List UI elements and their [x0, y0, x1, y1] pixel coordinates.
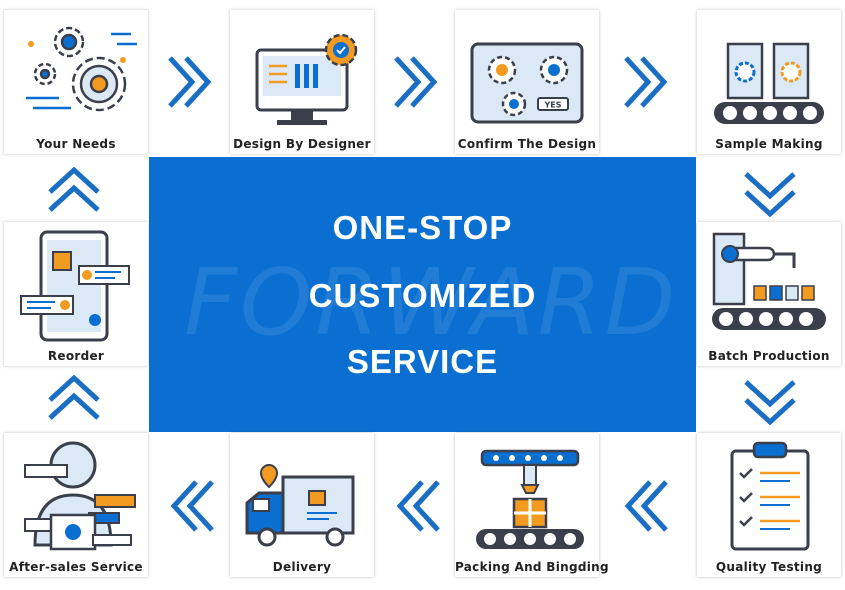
- step-label: After-sales Service: [9, 560, 143, 574]
- step-card-reorder: Reorder: [4, 222, 148, 366]
- headline-line-3: SERVICE: [346, 343, 499, 380]
- step-card-sample: Sample Making: [697, 10, 841, 154]
- arrow-right-icon: [162, 54, 218, 110]
- step-label: Sample Making: [715, 137, 823, 151]
- clipboard-checklist-icon: [730, 441, 810, 551]
- step-card-batch: Batch Production: [697, 222, 841, 366]
- step-label: Quality Testing: [715, 560, 823, 574]
- arrow-down-icon: [742, 164, 798, 220]
- step-card-design: Design By Designer: [230, 10, 374, 154]
- step-label: Confirm The Design: [457, 137, 597, 151]
- support-agent-icon: [24, 441, 136, 551]
- step-card-your-needs: Your Needs: [4, 10, 148, 154]
- step-card-after-sales: After-sales Service: [4, 433, 148, 577]
- step-label: Reorder: [47, 349, 105, 363]
- yes-badge: YES: [543, 101, 561, 110]
- step-card-confirm: YES Confirm The Design: [455, 10, 599, 154]
- watermark-text: FORWARD: [184, 249, 679, 356]
- headline-line-2: CUSTOMIZED: [308, 277, 537, 314]
- arrow-right-icon: [618, 54, 674, 110]
- step-label: Delivery: [272, 560, 332, 574]
- arrow-left-icon: [390, 478, 446, 534]
- conveyor-samples-icon: [714, 42, 824, 124]
- arrow-down-icon: [742, 372, 798, 428]
- arrow-up-icon: [46, 372, 102, 428]
- step-label: Packing And Bingding: [455, 560, 609, 574]
- arrow-left-icon: [164, 478, 220, 534]
- step-label: Your Needs: [36, 137, 116, 151]
- arrow-up-icon: [46, 164, 102, 220]
- step-card-packing: Packing And Bingding: [455, 433, 609, 577]
- center-banner: FORWARD ONE-STOP CUSTOMIZED SERVICE: [149, 157, 696, 432]
- step-card-quality: Quality Testing: [697, 433, 841, 577]
- robot-arm-icon: [712, 232, 826, 330]
- arrow-left-icon: [618, 478, 674, 534]
- step-label: Batch Production: [708, 349, 830, 363]
- gears-icon: [26, 26, 137, 112]
- blueprint-icon: YES: [470, 42, 584, 124]
- delivery-truck-icon: [245, 464, 355, 547]
- step-card-delivery: Delivery: [230, 433, 374, 577]
- tablet-chat-icon: [20, 230, 130, 342]
- arrow-right-icon: [388, 54, 444, 110]
- step-label: Design By Designer: [233, 137, 371, 151]
- packing-machine-icon: [476, 449, 584, 549]
- headline-line-1: ONE-STOP: [332, 209, 513, 246]
- monitor-gear-icon: [255, 33, 358, 125]
